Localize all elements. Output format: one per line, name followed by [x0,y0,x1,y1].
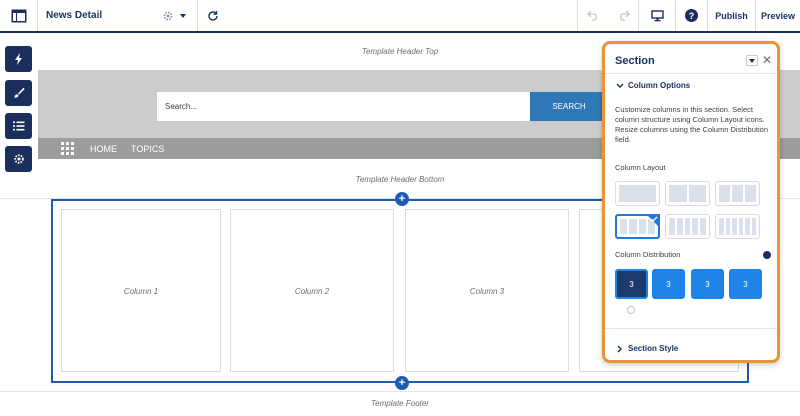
search-button[interactable]: SEARCH [530,92,608,121]
column-distribution-label: Column Distribution [615,250,681,259]
section-properties-panel: Section ✕ Column Options Customize colum… [602,41,780,363]
column-layout-label: Column Layout [615,163,666,172]
page-selector[interactable]: News Detail [38,0,198,31]
layout-option-2-columns[interactable] [665,181,710,206]
layout-option-3-columns[interactable] [715,181,760,206]
template-header-bottom-label: Template Header Bottom [355,175,445,184]
resize-handle-icon[interactable] [627,306,635,314]
add-section-above-button[interactable]: + [395,192,409,206]
close-icon[interactable]: ✕ [762,53,773,67]
theme-button[interactable] [5,80,32,106]
help-icon[interactable]: ? [675,0,707,31]
chevron-down-icon [749,58,755,63]
column-options-description: Customize columns in this section. Selec… [615,105,768,144]
refresh-icon[interactable] [198,0,228,31]
column-label: Column 2 [294,287,330,296]
column-label: Column 1 [123,287,159,296]
info-icon[interactable] [763,251,771,259]
redo-icon[interactable] [608,0,638,31]
divider [0,391,800,392]
chevron-down-icon [616,83,624,88]
lightning-icon [14,53,22,65]
column-label: Column 3 [469,287,505,296]
section-style-header: Section Style [628,344,679,353]
page-structure-button[interactable] [5,113,32,139]
divider [605,73,777,74]
distribution-input-4[interactable]: 3 [729,269,762,299]
column-options-toggle[interactable]: Column Options [615,81,690,90]
distribution-input-2[interactable]: 3 [652,269,685,299]
column-3[interactable]: Column 3 [405,209,569,372]
panel-title: Section [615,55,655,67]
builder-toolbar: News Detail ? Publish Preview [0,0,800,33]
brush-icon [14,87,25,98]
components-button[interactable] [5,46,32,72]
help-glyph: ? [685,9,698,22]
gear-icon [13,154,24,164]
desktop-icon[interactable] [639,0,675,31]
gear-icon[interactable] [162,10,174,22]
nav-item-topics[interactable]: TOPICS [131,144,165,154]
app-layout-icon[interactable] [0,0,38,31]
list-icon [12,121,24,131]
template-footer-label: Template Footer [371,399,429,408]
preview-button[interactable]: Preview [755,0,800,31]
undo-icon[interactable] [578,0,608,31]
section-style-toggle[interactable]: Section Style [615,344,678,353]
search-input[interactable]: Search... [157,92,530,121]
divider [605,328,777,329]
column-2[interactable]: Column 2 [230,209,394,372]
add-section-below-button[interactable]: + [395,376,409,390]
distribution-input-3[interactable]: 3 [691,269,724,299]
chevron-right-icon [617,345,622,352]
layout-option-1-column[interactable] [615,181,660,206]
column-options-header: Column Options [628,81,691,90]
publish-button[interactable]: Publish [707,0,755,31]
nav-item-home[interactable]: HOME [90,144,117,154]
layout-option-6-columns[interactable] [715,214,760,239]
distribution-input-1[interactable]: 3 [615,269,648,299]
template-header-top-label: Template Header Top [361,47,439,56]
layout-option-4-columns[interactable] [615,214,660,239]
checkmark-icon [646,214,660,228]
panel-menu-dropdown[interactable] [746,55,758,66]
page-name: News Detail [46,10,103,21]
column-1[interactable]: Column 1 [61,209,221,372]
chevron-down-icon[interactable] [180,14,186,18]
settings-button[interactable] [5,146,32,172]
layout-option-5-columns[interactable] [665,214,710,239]
app-launcher-icon[interactable] [61,142,74,155]
